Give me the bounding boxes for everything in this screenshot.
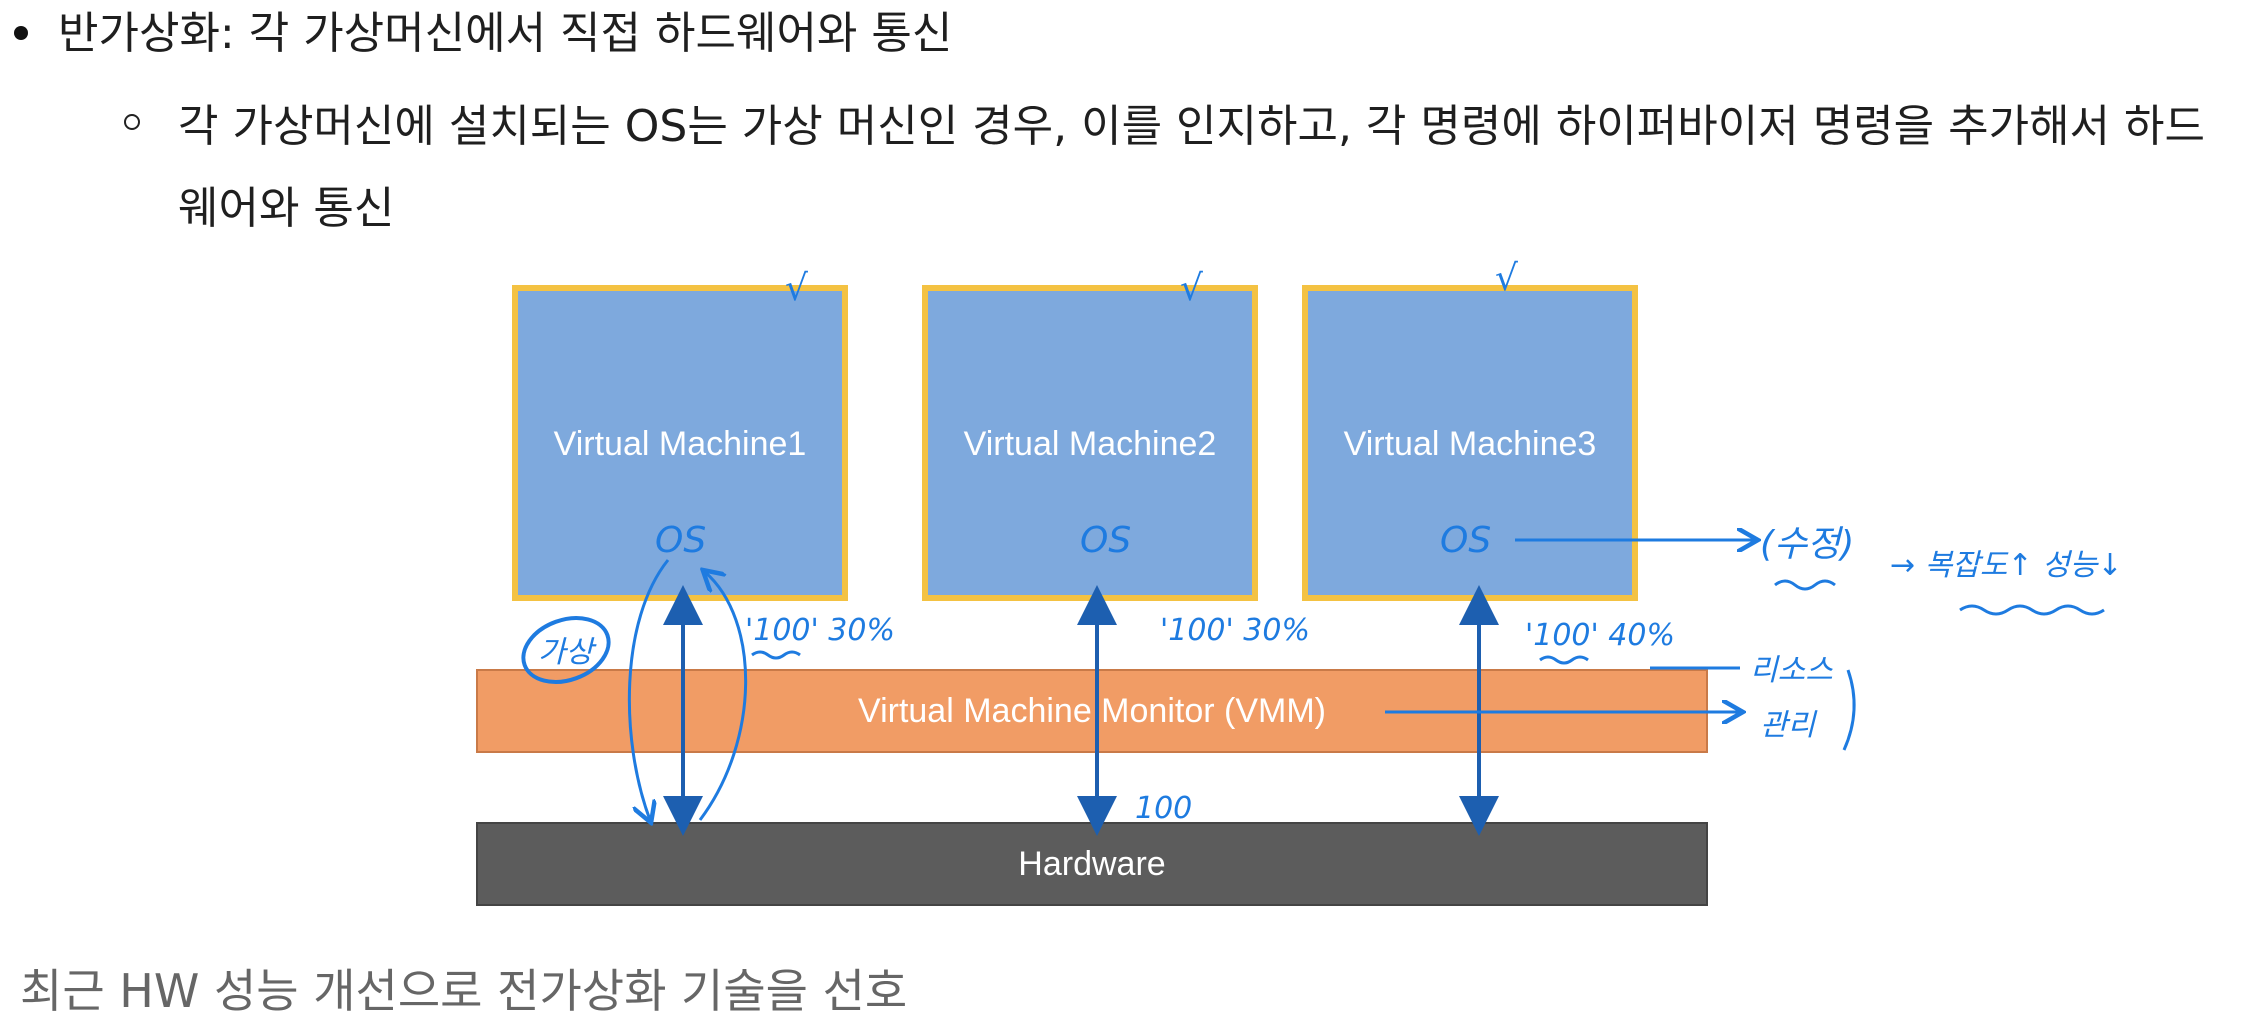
hw-value-note: 100	[1135, 791, 1192, 826]
vm1-underline	[751, 650, 801, 660]
bullet-circle	[124, 114, 140, 130]
vm-box-2	[922, 285, 1258, 601]
hardware-band	[476, 822, 1708, 906]
gasang-note: 가상	[538, 635, 597, 670]
complexity-note: → 복잡도↑ 성능↓	[1890, 548, 2122, 583]
vm-box-1	[512, 285, 848, 601]
check-mark-1: √	[785, 268, 808, 309]
bullet-sub: 각 가상머신에 설치되는 OS는 가상 머신인 경우, 이를 인지하고, 각 명…	[124, 86, 2224, 250]
modify-note: (수정)	[1760, 524, 1854, 565]
gasang-circle	[521, 616, 611, 684]
vm2-share-note: '100' 30%	[1160, 613, 1310, 648]
bullet-sub-text: 각 가상머신에 설치되는 OS는 가상 머신인 경우, 이를 인지하고, 각 명…	[178, 101, 2205, 234]
vm3-underline	[1539, 655, 1589, 665]
vm-title-2: Virtual Machine2	[964, 425, 1217, 463]
bullet-main-text: 반가상화: 각 가상머신에서 직접 하드웨어와 통신	[58, 8, 953, 59]
vm-title-3: Virtual Machine3	[1344, 425, 1597, 463]
resource-note: 리소스	[1750, 653, 1833, 688]
modify-underline	[1774, 579, 1836, 591]
handdrawn-arrow-up	[698, 572, 748, 821]
os-label-2: OS	[1080, 520, 1131, 561]
footer-note: 최근 HW 성능 개선으로 전가상화 기술을 선호	[20, 964, 908, 1018]
vmm-title: Virtual Machine Monitor (VMM)	[858, 692, 1326, 730]
vm-box-3	[1302, 285, 1638, 601]
bullet-dot	[14, 26, 28, 40]
hardware-title: Hardware	[1018, 845, 1165, 883]
check-mark-2: √	[1180, 268, 1203, 309]
os-label-3: OS	[1440, 520, 1491, 561]
vm-title-1: Virtual Machine1	[554, 425, 807, 463]
os-label-1: OS	[655, 520, 706, 561]
complexity-underline	[1959, 604, 2105, 616]
manage-note: 관리	[1760, 708, 1818, 743]
vm3-share-note: '100' 40%	[1525, 618, 1675, 653]
handdrawn-arrow-down	[627, 559, 670, 820]
bullet-main: 반가상화: 각 가상머신에서 직접 하드웨어와 통신	[14, 6, 952, 62]
check-mark-3: √	[1495, 258, 1518, 299]
resource-bracket	[1842, 669, 1856, 751]
vm1-share-note: '100' 30%	[745, 613, 895, 648]
